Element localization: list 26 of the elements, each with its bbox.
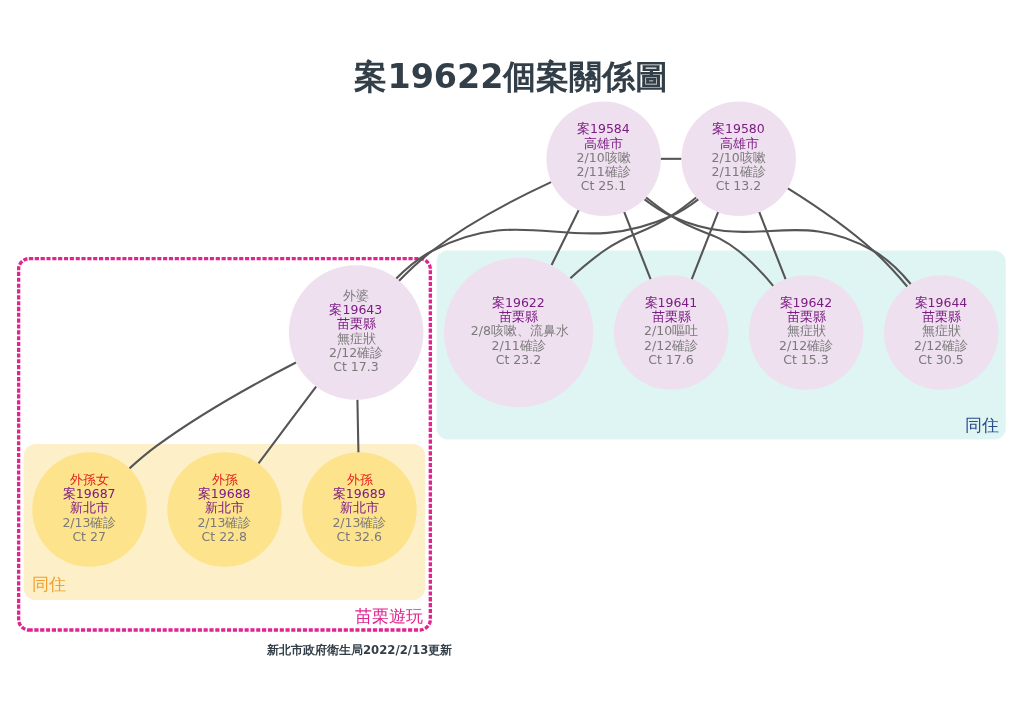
node-circle: 案19644 苗栗縣 無症狀 2/12確診 Ct 30.5	[883, 275, 999, 390]
node-circle: 案19641 苗栗縣 2/10嘔吐 2/12確診 Ct 17.6	[613, 275, 729, 390]
connector	[569, 196, 697, 279]
node-circle: 案19642 苗栗縣 無症狀 2/12確診 Ct 15.3	[748, 275, 864, 390]
node-circle: 案19584 高雄市 2/10咳嗽 2/11確診 Ct 25.1	[546, 101, 661, 217]
node-circle: 外孫 案19688 新北市 2/13確診 Ct 22.8	[167, 452, 282, 567]
connector	[643, 198, 912, 285]
connector	[787, 187, 908, 288]
diagram-title: 案19622個案關係圖	[354, 56, 669, 96]
node-circle: 案19622 苗栗縣 2/8咳嗽、流鼻水 2/11確診 Ct 23.2	[444, 257, 594, 408]
connector	[660, 157, 682, 160]
connector	[550, 209, 580, 266]
node-circle: 案19580 高雄市 2/10咳嗽 2/11確診 Ct 13.2	[681, 101, 796, 217]
connector	[758, 211, 787, 280]
node-circle: 外孫女 案19687 新北市 2/13確診 Ct 27	[32, 452, 147, 567]
connector	[690, 211, 720, 280]
connector	[128, 361, 297, 470]
connector	[257, 386, 317, 464]
node-circle: 外孫 案19689 新北市 2/13確診 Ct 32.6	[302, 452, 417, 567]
label: 新北市政府衛生局2022/2/13更新	[266, 642, 453, 657]
connector	[623, 211, 652, 280]
connector	[398, 181, 552, 282]
connector	[645, 196, 774, 287]
connector	[395, 198, 699, 280]
node-circle: 外婆 案19643 苗栗縣 無症狀 2/12確診 Ct 17.3	[288, 265, 424, 400]
connector	[356, 399, 360, 453]
